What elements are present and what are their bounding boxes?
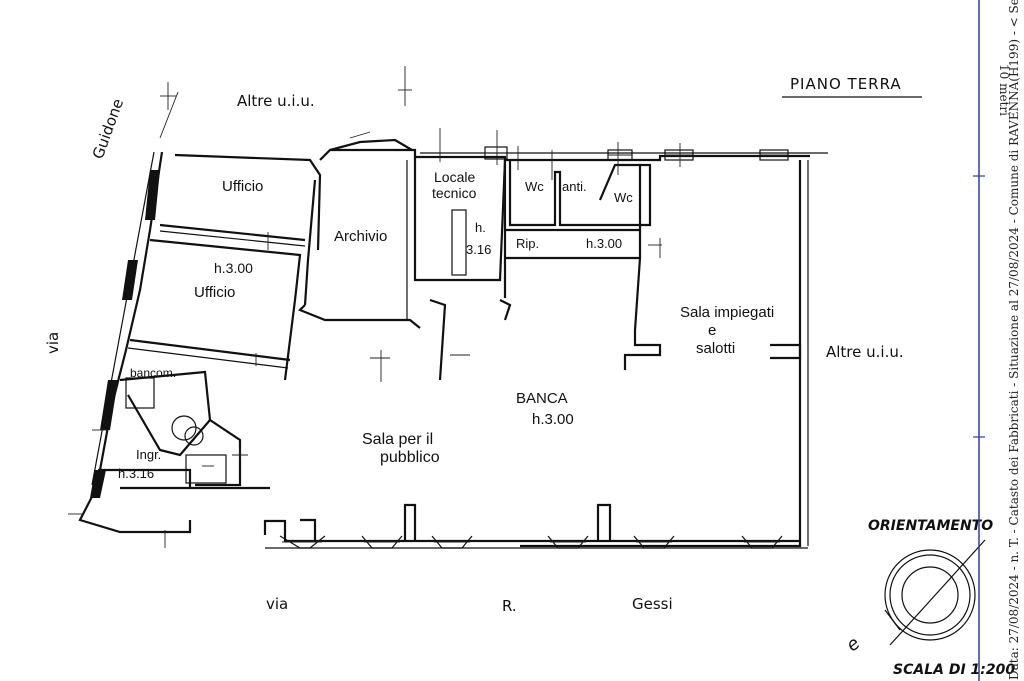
room-wc-2: Wc bbox=[614, 190, 633, 205]
margin-scale-label: 10 metri bbox=[997, 64, 1011, 116]
room-ingr-height: h.3.16 bbox=[118, 466, 154, 481]
street-r-bottom-label: R. bbox=[502, 597, 517, 615]
lobby-fixtures bbox=[125, 377, 248, 484]
room-ufficio-1: Ufficio bbox=[222, 178, 263, 195]
room-banca-height: h.3.00 bbox=[532, 411, 574, 428]
windows-bottom bbox=[279, 503, 783, 549]
orientamento-label: ORIENTAMENTO bbox=[868, 518, 993, 534]
room-ufficio-2-height: h.3.00 bbox=[214, 260, 253, 276]
margin-strip: 10 metri Data: 27/08/2024 - n. T. - Cata… bbox=[973, 0, 1021, 681]
room-banca: BANCA bbox=[516, 390, 568, 407]
room-locale-1: Locale bbox=[434, 169, 475, 185]
room-rip: Rip. bbox=[516, 236, 539, 251]
floor-label: PIANO TERRA bbox=[790, 75, 902, 93]
street-gessi-bottom-label: Gessi bbox=[632, 595, 673, 613]
neighbor-top-label: Altre u.i.u. bbox=[237, 92, 315, 110]
room-sala-impiegati-1: Sala impiegati bbox=[680, 304, 774, 321]
room-sala-pubblico-1: Sala per il bbox=[362, 431, 433, 448]
room-sala-impiegati-2: e bbox=[708, 322, 716, 339]
room-sala-pubblico-2: pubblico bbox=[380, 449, 440, 466]
svg-text:e: e bbox=[842, 633, 864, 656]
windows-top bbox=[484, 146, 789, 161]
street-via-left-label: via bbox=[44, 332, 62, 354]
room-locale-h-2: 3.16 bbox=[466, 242, 491, 257]
room-anti: anti. bbox=[562, 179, 587, 194]
room-ufficio-2: Ufficio bbox=[194, 284, 235, 301]
room-rip-height: h.3.00 bbox=[586, 236, 622, 251]
neighbor-right-label: Altre u.i.u. bbox=[826, 343, 904, 361]
room-locale-h-1: h. bbox=[475, 220, 486, 235]
dimension-ticks bbox=[68, 66, 681, 548]
room-sala-impiegati-3: salotti bbox=[696, 340, 735, 357]
compass-icon: e bbox=[842, 539, 986, 656]
room-archivio: Archivio bbox=[334, 228, 387, 245]
room-wc-1: Wc bbox=[525, 179, 544, 194]
margin-vertical-caption: Data: 27/08/2024 - n. T. - Catasto dei F… bbox=[1007, 0, 1021, 680]
interior-walls bbox=[98, 138, 802, 490]
scala-label: SCALA DI 1:200 bbox=[893, 662, 1015, 678]
room-locale-2: tecnico bbox=[432, 185, 477, 201]
street-guidone-label: Guidone bbox=[89, 96, 127, 161]
room-ingr: Ingr. bbox=[136, 447, 161, 462]
outer-walls bbox=[78, 148, 828, 549]
room-bancomat: bancom. bbox=[130, 366, 176, 380]
locale-column bbox=[451, 209, 467, 276]
street-via-bottom-label: via bbox=[266, 595, 288, 613]
